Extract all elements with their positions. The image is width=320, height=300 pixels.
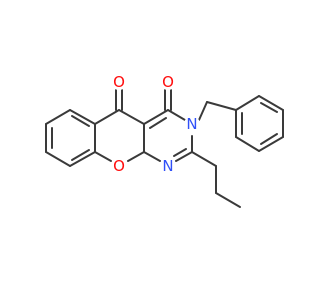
nitrogen-label: N bbox=[162, 157, 173, 175]
bond bbox=[45, 151, 71, 167]
bond bbox=[173, 148, 187, 157]
atom-o-ketone: O bbox=[111, 73, 127, 91]
atom-o-amide: O bbox=[160, 73, 176, 91]
bond bbox=[235, 95, 260, 111]
molecule-canvas: O O O N N bbox=[45, 73, 284, 208]
oxygen-label: O bbox=[113, 157, 125, 175]
bond bbox=[94, 151, 112, 162]
bond bbox=[118, 109, 145, 125]
bond bbox=[69, 109, 96, 125]
nitrogen-label: N bbox=[186, 115, 197, 133]
bond bbox=[127, 151, 145, 162]
bond bbox=[260, 133, 278, 145]
bond bbox=[215, 192, 241, 208]
bond bbox=[71, 115, 90, 127]
bond bbox=[71, 149, 90, 161]
bond bbox=[143, 151, 161, 162]
chromenopyrimidine-structure: O O O N N bbox=[45, 73, 284, 208]
bond bbox=[198, 101, 208, 121]
bond bbox=[45, 109, 71, 125]
bond bbox=[175, 151, 193, 162]
bond bbox=[235, 136, 260, 152]
bond bbox=[260, 102, 278, 113]
atom-labels: O O O N N bbox=[111, 73, 200, 175]
bond bbox=[206, 101, 237, 111]
atom-n-ring: N bbox=[160, 157, 176, 175]
bond bbox=[94, 109, 120, 125]
bond bbox=[258, 136, 284, 152]
bond-layer bbox=[45, 89, 284, 208]
atom-n-benzyl: N bbox=[184, 115, 200, 133]
bond bbox=[143, 109, 169, 125]
bond bbox=[167, 109, 186, 121]
atom-o-ring: O bbox=[111, 157, 127, 175]
oxygen-label: O bbox=[162, 73, 174, 91]
bond bbox=[69, 151, 96, 167]
bond bbox=[149, 117, 167, 129]
bond bbox=[258, 95, 284, 111]
bond bbox=[191, 151, 217, 167]
oxygen-label: O bbox=[113, 73, 125, 91]
